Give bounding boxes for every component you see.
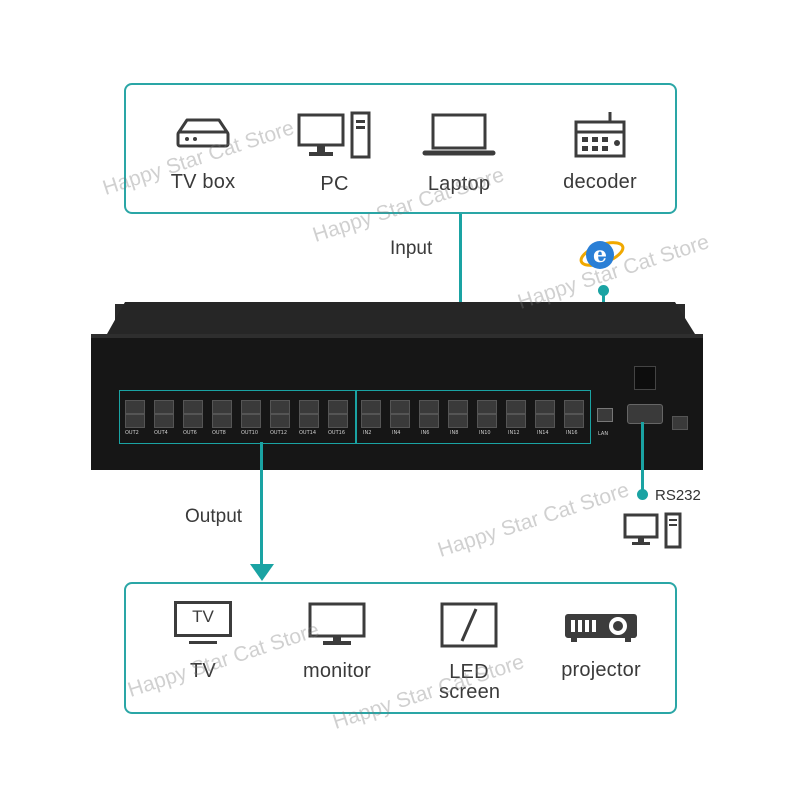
input-port — [390, 414, 410, 428]
watermark: Happy Star Cat Store — [435, 478, 632, 562]
output-port — [270, 414, 290, 428]
output-arrow-icon — [250, 564, 274, 581]
output-device-label: monitor — [302, 660, 372, 682]
output-port — [154, 400, 174, 414]
output-device-led-screen: LED screen — [424, 601, 514, 702]
output-devices-panel — [124, 582, 677, 714]
input-device-label: TV box — [170, 171, 236, 193]
input-device-pc: PC — [292, 110, 377, 196]
input-port-label: IN10 — [479, 430, 491, 436]
output-port — [328, 400, 348, 414]
output-label: Output — [185, 506, 243, 527]
output-port — [299, 414, 319, 428]
output-port-label: OUT16 — [328, 430, 346, 436]
input-device-decoder: decoder — [552, 108, 648, 194]
output-port-label: OUT2 — [125, 430, 139, 436]
input-port — [419, 414, 439, 428]
pc-icon — [297, 111, 370, 159]
input-ports-group — [355, 390, 591, 444]
output-device-projector: projector — [551, 610, 651, 682]
lan-port-label: LAN — [598, 431, 609, 437]
decoder-icon — [574, 112, 626, 158]
input-port — [477, 414, 497, 428]
lan-port — [597, 408, 613, 422]
input-port — [448, 414, 468, 428]
output-port-label: OUT14 — [299, 430, 317, 436]
output-port — [241, 414, 261, 428]
input-port — [419, 400, 439, 414]
output-device-label: LED screen — [439, 661, 501, 703]
input-device-label: Laptop — [427, 173, 491, 195]
input-port — [390, 400, 410, 414]
input-port — [535, 414, 555, 428]
rs232-port — [627, 404, 663, 424]
input-port — [564, 400, 584, 414]
output-port — [125, 414, 145, 428]
input-port-label: IN4 — [392, 430, 401, 436]
monitor-icon — [308, 602, 366, 645]
output-port — [183, 400, 203, 414]
input-port — [535, 400, 555, 414]
pc-icon — [623, 512, 682, 549]
input-device-label: PC — [320, 173, 349, 195]
output-device-tv: TV TV — [166, 601, 240, 683]
tv-icon-text: TV — [192, 607, 214, 626]
output-port-label: OUT12 — [270, 430, 288, 436]
input-port-label: IN2 — [363, 430, 372, 436]
input-port — [564, 414, 584, 428]
output-port-label: OUT10 — [241, 430, 259, 436]
rs232-label: RS232 — [655, 487, 701, 504]
tv-icon: TV — [174, 601, 232, 637]
input-port-label: IN14 — [537, 430, 549, 436]
browser-icon: e — [579, 241, 625, 269]
input-port — [361, 400, 381, 414]
output-ports-group — [119, 390, 357, 444]
input-port-label: IN8 — [450, 430, 459, 436]
input-device-label: decoder — [563, 171, 637, 193]
output-port-label: OUT8 — [212, 430, 226, 436]
output-port — [125, 400, 145, 414]
matrix-switcher-device — [91, 302, 703, 470]
output-port — [154, 414, 174, 428]
input-port-label: IN12 — [508, 430, 520, 436]
lan-connector-dot — [598, 285, 609, 296]
rs232-connector-line — [641, 422, 644, 494]
output-port — [270, 400, 290, 414]
output-port — [183, 414, 203, 428]
input-device-tv-box: TV box — [158, 112, 248, 194]
power-switch — [634, 366, 656, 390]
laptop-icon — [422, 113, 496, 156]
svg-text:e: e — [593, 242, 607, 268]
tv-box-icon — [176, 118, 230, 148]
input-port-label: IN16 — [566, 430, 578, 436]
input-port — [477, 400, 497, 414]
tv-stand — [189, 641, 217, 644]
projector-icon — [565, 614, 637, 642]
input-port-label: IN6 — [421, 430, 430, 436]
input-port — [506, 400, 526, 414]
output-port — [328, 414, 348, 428]
input-port — [448, 400, 468, 414]
output-port — [299, 400, 319, 414]
input-label: Input — [390, 238, 433, 259]
output-port — [212, 414, 232, 428]
input-port — [361, 414, 381, 428]
output-port-label: OUT6 — [183, 430, 197, 436]
output-device-monitor: monitor — [288, 601, 386, 683]
output-device-label: TV — [190, 660, 216, 682]
led-screen-icon — [440, 602, 498, 648]
output-port — [212, 400, 232, 414]
output-connector-line — [260, 442, 263, 566]
output-device-label: projector — [561, 659, 641, 681]
power-socket — [672, 416, 688, 430]
output-port-label: OUT4 — [154, 430, 168, 436]
output-port — [241, 400, 261, 414]
input-device-laptop: Laptop — [414, 112, 504, 196]
rs232-connector-dot — [637, 489, 648, 500]
input-port — [506, 414, 526, 428]
